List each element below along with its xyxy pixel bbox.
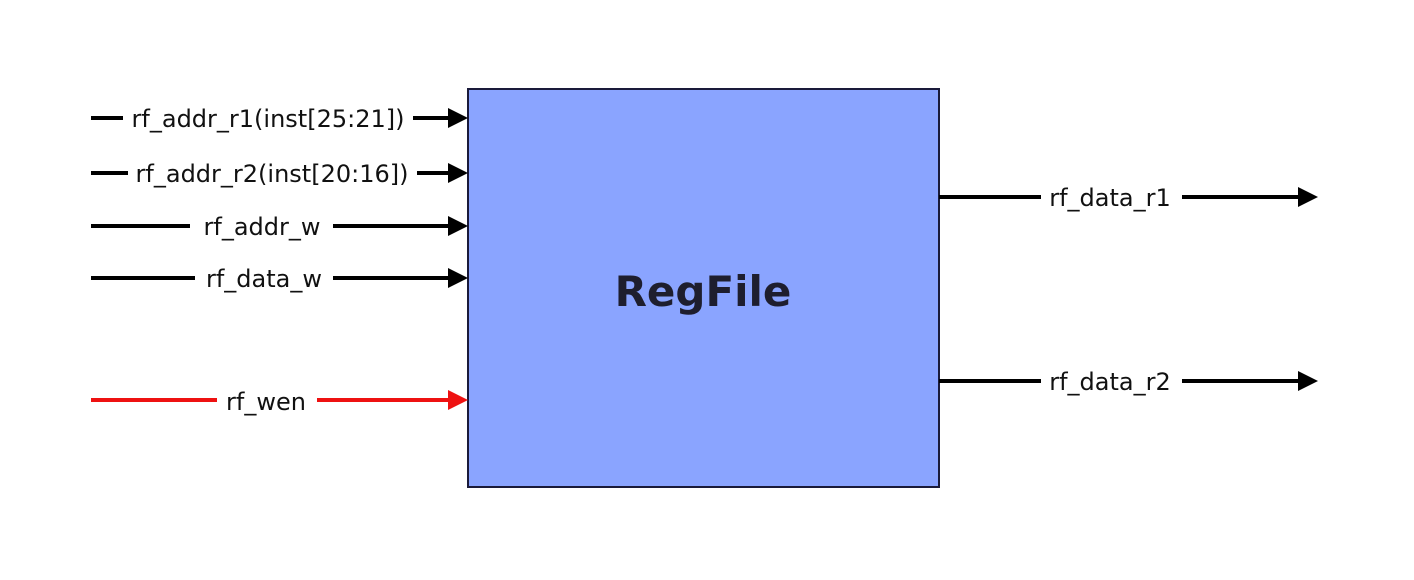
regfile-block (467, 88, 940, 488)
arrowhead-icon (1298, 187, 1318, 207)
input-signal-rf-addr-r2: rf_addr_r2(inst[20:16]) (91, 160, 468, 188)
input-label: rf_data_w (206, 265, 322, 293)
arrowhead-icon (1298, 371, 1318, 391)
arrowhead-icon (448, 108, 468, 128)
arrowhead-icon (448, 390, 468, 410)
input-signal-rf-addr-r1: rf_addr_r1(inst[25:21]) (91, 105, 468, 133)
arrowhead-icon (448, 216, 468, 236)
input-signal-rf-addr-w: rf_addr_w (91, 213, 468, 241)
regfile-title: RegFile (615, 267, 792, 316)
arrowhead-icon (448, 268, 468, 288)
input-label: rf_addr_r2(inst[20:16]) (136, 160, 409, 188)
input-signal-rf-data-w: rf_data_w (91, 265, 468, 293)
input-signal-rf-wen: rf_wen (91, 388, 468, 416)
input-label: rf_addr_w (204, 213, 321, 241)
output-label: rf_data_r2 (1049, 368, 1171, 396)
output-signal-rf-data-r2: rf_data_r2 (939, 368, 1318, 396)
arrowhead-icon (448, 163, 468, 183)
input-label: rf_wen (226, 388, 306, 416)
output-label: rf_data_r1 (1049, 184, 1171, 212)
output-signal-rf-data-r1: rf_data_r1 (939, 184, 1318, 212)
input-label: rf_addr_r1(inst[25:21]) (132, 105, 405, 133)
